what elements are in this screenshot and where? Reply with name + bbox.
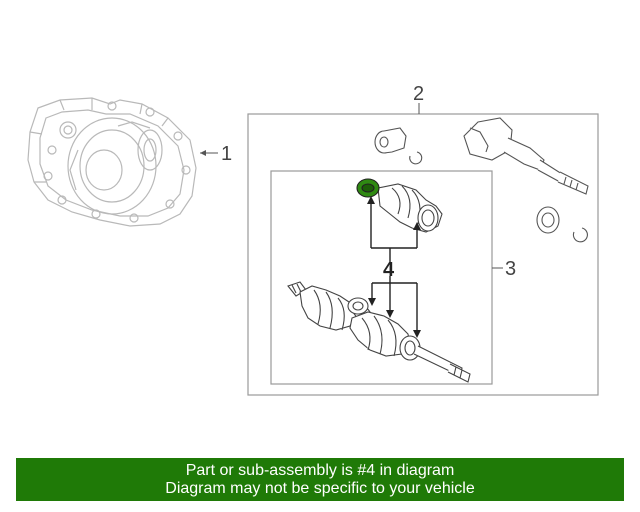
- assembly-box-3: 3: [270, 170, 516, 385]
- callout-4-leaders: [367, 196, 421, 338]
- banner-line-1: Part or sub-assembly is #4 in diagram: [185, 461, 455, 479]
- callout-1: 1: [200, 143, 232, 165]
- callout-label-3: 3: [505, 258, 516, 280]
- callout-label-2: 2: [413, 83, 424, 105]
- drive-shaft-assembly: [287, 281, 471, 383]
- snap-ring-upper: [409, 151, 423, 165]
- assembly-box-2: 2: [247, 83, 599, 396]
- info-banner: Part or sub-assembly is #4 in diagram Di…: [16, 458, 624, 501]
- inboard-joint-shaft: [463, 117, 589, 195]
- transaxle-housing: [27, 97, 197, 227]
- callout-label-1: 1: [221, 143, 232, 165]
- callout-label-4: 4: [383, 259, 395, 281]
- washer: [536, 206, 560, 234]
- snap-ring-lower: [572, 227, 588, 243]
- dust-deflector: [374, 127, 407, 154]
- banner-line-2: Diagram may not be specific to your vehi…: [165, 479, 475, 497]
- boot-kit: [356, 178, 443, 233]
